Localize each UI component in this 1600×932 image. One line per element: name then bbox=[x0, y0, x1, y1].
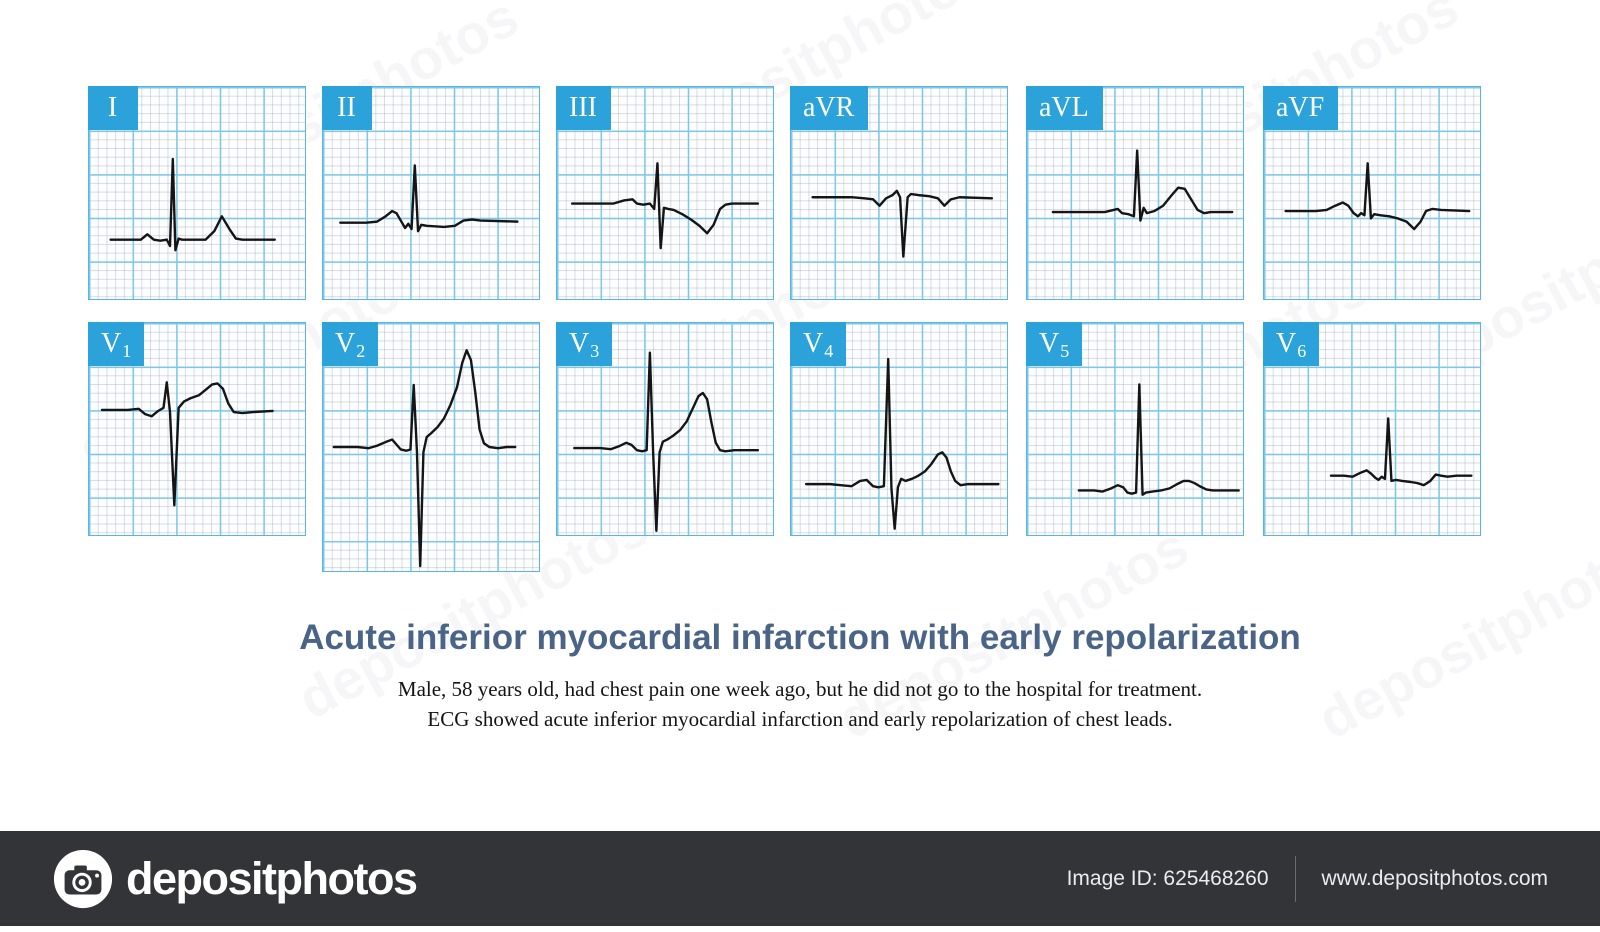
lead-label-text: V bbox=[1276, 328, 1297, 359]
lead-label-text: aVR bbox=[803, 92, 855, 123]
lead-label-text: I bbox=[107, 92, 118, 123]
lead-label-avr: aVR bbox=[790, 86, 869, 130]
lead-label-text: V bbox=[101, 328, 122, 359]
ecg-trace-svg bbox=[89, 323, 305, 535]
ecg-trace-path bbox=[102, 382, 273, 505]
ecg-panel-v6: V6 bbox=[1263, 322, 1481, 536]
ecg-trace-svg bbox=[1264, 323, 1480, 535]
ecg-trace-svg bbox=[791, 87, 1007, 299]
case-description: Male, 58 years old, had chest pain one w… bbox=[0, 674, 1600, 734]
lead-label-avl: aVL bbox=[1026, 86, 1103, 130]
lead-label-i: I bbox=[88, 86, 138, 130]
lead-label-avf: aVF bbox=[1263, 86, 1339, 130]
ecg-trace-path bbox=[1331, 418, 1471, 485]
lead-label-v5: V5 bbox=[1026, 322, 1083, 366]
ecg-panel-avr: aVR bbox=[790, 86, 1008, 300]
lead-label-v3: V3 bbox=[556, 322, 613, 366]
brand-name: depositphotos bbox=[126, 852, 418, 904]
camera-icon bbox=[53, 849, 113, 908]
ecg-trace-path bbox=[111, 159, 275, 250]
ecg-panel-i: I bbox=[88, 86, 306, 300]
lead-label-v6: V6 bbox=[1263, 322, 1320, 366]
website-url: www.depositphotos.com bbox=[1321, 866, 1548, 890]
lead-label-ii: II bbox=[322, 86, 372, 130]
lead-label-text: aVF bbox=[1276, 92, 1325, 123]
lead-label-text: V bbox=[803, 328, 824, 359]
ecg-trace-path bbox=[1286, 163, 1470, 229]
ecg-panel-v5: V5 bbox=[1026, 322, 1244, 536]
lead-label-sub: 1 bbox=[122, 341, 132, 361]
ecg-trace-svg bbox=[89, 87, 305, 299]
ecg-trace-path bbox=[806, 359, 998, 529]
lead-label-iii: III bbox=[556, 86, 611, 130]
ecg-trace-svg bbox=[791, 323, 1007, 535]
ecg-trace-path bbox=[1053, 151, 1232, 221]
ecg-trace-path bbox=[334, 350, 515, 566]
lead-label-v4: V4 bbox=[790, 322, 847, 366]
ecg-trace-svg bbox=[323, 323, 539, 571]
ecg-trace-svg bbox=[557, 87, 773, 299]
lead-label-sub: 6 bbox=[1297, 341, 1307, 361]
ecg-panel-v2: V2 bbox=[322, 322, 540, 572]
lead-label-text: V bbox=[335, 328, 356, 359]
ecg-trace-path bbox=[813, 191, 992, 257]
page-title: Acute inferior myocardial infarction wit… bbox=[299, 618, 1301, 657]
watermark-footer-bar: depositphotos Image ID: 625468260 www.de… bbox=[0, 831, 1600, 926]
footer-info: Image ID: 625468260 www.depositphotos.co… bbox=[1066, 855, 1548, 902]
ecg-panel-v1: V1 bbox=[88, 322, 306, 536]
case-description-line2: ECG showed acute inferior myocardial inf… bbox=[427, 707, 1173, 731]
ecg-trace-svg bbox=[1027, 323, 1243, 535]
ecg-panel-v4: V4 bbox=[790, 322, 1008, 536]
lead-label-sub: 2 bbox=[356, 341, 366, 361]
lead-label-v1: V1 bbox=[88, 322, 145, 366]
lead-label-text: V bbox=[569, 328, 590, 359]
ecg-panel-avl: aVL bbox=[1026, 86, 1244, 300]
lead-label-sub: 4 bbox=[824, 341, 834, 361]
lead-label-text: II bbox=[337, 92, 356, 123]
ecg-trace-path bbox=[1079, 384, 1239, 494]
ecg-panel-ii: II bbox=[322, 86, 540, 300]
ecg-panel-v3: V3 bbox=[556, 322, 774, 536]
ecg-trace-svg bbox=[1264, 87, 1480, 299]
lead-label-text: III bbox=[569, 92, 597, 123]
case-description-line1: Male, 58 years old, had chest pain one w… bbox=[397, 677, 1203, 701]
lead-label-sub: 5 bbox=[1060, 341, 1070, 361]
lead-label-sub: 3 bbox=[590, 341, 600, 361]
depositphotos-logo: depositphotos bbox=[52, 848, 418, 910]
lead-label-text: aVL bbox=[1039, 92, 1089, 123]
ecg-panel-iii: III bbox=[556, 86, 774, 300]
lead-label-text: V bbox=[1039, 328, 1060, 359]
ecg-trace-svg bbox=[323, 87, 539, 299]
ecg-trace-path bbox=[340, 165, 517, 231]
image-id: Image ID: 625468260 bbox=[1066, 866, 1269, 890]
ecg-trace-svg bbox=[557, 323, 773, 535]
ecg-trace-path bbox=[574, 353, 758, 531]
ecg-panel-avf: aVF bbox=[1263, 86, 1481, 300]
lead-label-v2: V2 bbox=[322, 322, 379, 366]
footer-divider bbox=[1294, 855, 1296, 902]
ecg-trace-path bbox=[572, 163, 758, 248]
ecg-trace-svg bbox=[1027, 87, 1243, 299]
